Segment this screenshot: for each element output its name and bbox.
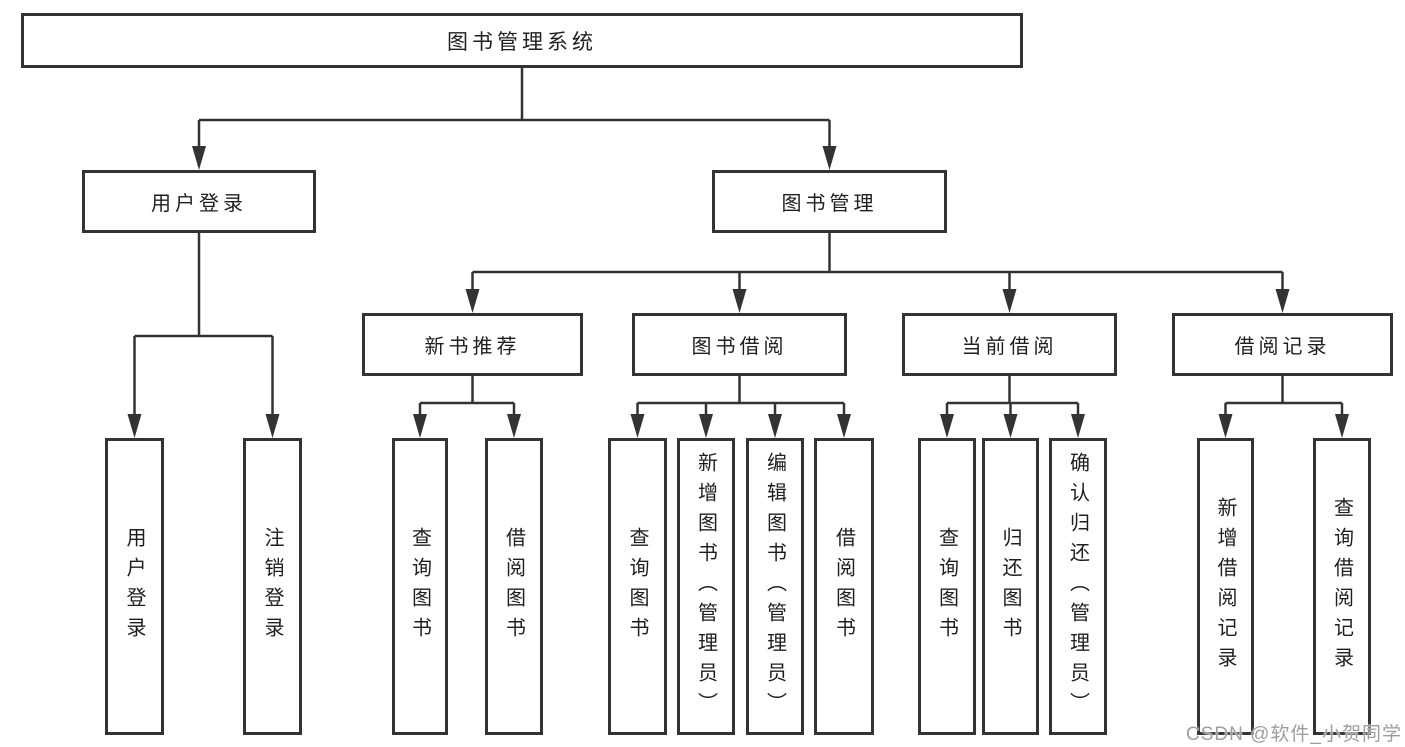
connector-user-login-branch	[127, 233, 280, 438]
node-current-borrowing: 当前借阅	[902, 313, 1117, 376]
connector-borrow-records-branch	[1218, 376, 1349, 438]
connector-root-to-level2	[192, 68, 837, 170]
watermark: CSDN @软件_小贺同学	[1186, 724, 1402, 745]
leaf-bb-edit-books-admin: 编辑图书（管理员）	[746, 438, 804, 735]
node-book-management: 图书管理	[712, 170, 947, 233]
leaf-br-query-record: 查询借阅记录	[1313, 438, 1371, 735]
arrowhead	[768, 414, 782, 438]
arrowhead	[1002, 289, 1017, 313]
leaf-rec-query-books: 查询图书	[392, 438, 448, 735]
arrowhead	[1071, 414, 1085, 438]
arrowhead	[630, 414, 645, 438]
leaf-bb-add-books-admin: 新增图书（管理员）	[677, 438, 735, 735]
leaf-bb-query-books: 查询图书	[608, 438, 667, 735]
arrowhead	[507, 414, 521, 438]
arrowhead	[699, 414, 713, 438]
leaf-rec-borrow-books: 借阅图书	[485, 438, 543, 735]
connector-current-borrowing-branch	[940, 376, 1085, 438]
node-root-system: 图书管理系统	[21, 13, 1023, 68]
arrowhead	[1275, 289, 1290, 313]
connector-new-book-rec-branch	[413, 376, 521, 438]
leaf-user-login: 用户登录	[105, 438, 164, 735]
arrowhead	[1335, 414, 1349, 438]
connector-book-borrowing-branch	[630, 376, 851, 438]
arrowhead	[265, 414, 280, 438]
arrowhead	[732, 289, 747, 313]
leaf-cb-query-books: 查询图书	[918, 438, 976, 735]
arrowhead	[1218, 414, 1233, 438]
arrowhead	[837, 414, 851, 438]
node-new-book-recommendation: 新书推荐	[362, 313, 583, 376]
arrowhead	[413, 414, 427, 438]
leaf-logout: 注销登录	[243, 438, 302, 735]
node-borrow-records: 借阅记录	[1172, 313, 1393, 376]
arrowhead	[822, 146, 837, 170]
arrowhead	[940, 414, 954, 438]
connector-book-management-branch	[465, 233, 1290, 313]
leaf-cb-confirm-return-admin: 确认归还（管理员）	[1049, 438, 1107, 735]
arrowhead	[127, 414, 142, 438]
arrowhead	[1003, 414, 1018, 438]
node-book-borrowing: 图书借阅	[632, 313, 847, 376]
node-user-login: 用户登录	[82, 170, 316, 233]
arrowhead	[192, 146, 206, 170]
leaf-br-add-record: 新增借阅记录	[1197, 438, 1254, 735]
arrowhead	[465, 289, 480, 313]
leaf-cb-return-books: 归还图书	[982, 438, 1039, 735]
leaf-bb-borrow-books: 借阅图书	[814, 438, 874, 735]
